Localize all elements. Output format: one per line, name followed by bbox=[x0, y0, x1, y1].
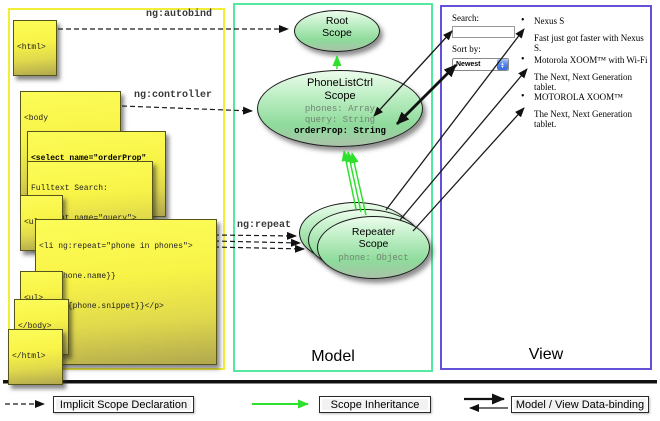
view-item-2: • Motorola XOOM™ with Wi-Fi The Next, Ne… bbox=[521, 54, 651, 92]
legend-separator-line bbox=[3, 380, 657, 384]
root-scope-ellipse: Root Scope bbox=[294, 10, 380, 52]
repeater-scope-ellipse: Repeater Scope phone: Object bbox=[317, 216, 430, 279]
view-item-desc: The Next, Next Generation tablet. bbox=[534, 72, 632, 92]
sort-dropdown-value: Newest bbox=[456, 61, 481, 68]
legend-binding-label: Model / View Data-binding bbox=[511, 396, 649, 413]
search-label: Search: bbox=[452, 13, 479, 23]
view-item-3: • MOTOROLA XOOM™ The Next, Next Generati… bbox=[521, 91, 651, 129]
view-item-1: • Nexus S Fast just got faster with Nexu… bbox=[521, 15, 651, 53]
dropdown-arrows-icon: ▲▼ bbox=[497, 59, 508, 70]
bullet-icon: • bbox=[521, 91, 525, 102]
scope-prop-query: query: String bbox=[304, 115, 376, 126]
search-input[interactable] bbox=[452, 26, 515, 38]
scope-prop-orderprop: orderProp: String bbox=[294, 125, 386, 136]
sort-dropdown[interactable]: Newest ▲▼ bbox=[452, 58, 509, 71]
bullet-icon: • bbox=[521, 54, 525, 65]
view-item-title: Motorola XOOM™ with Wi-Fi bbox=[534, 55, 648, 65]
model-panel-label: Model bbox=[311, 348, 355, 365]
code-box-html-close: </html> bbox=[8, 329, 63, 385]
view-item-desc: The Next, Next Generation tablet. bbox=[534, 109, 632, 129]
view-panel-label: View bbox=[528, 346, 564, 363]
ng-controller-label: ng:controller bbox=[134, 90, 213, 101]
view-item-title: Nexus S bbox=[534, 16, 565, 26]
scope-prop-phones: phones: Array bbox=[304, 104, 376, 115]
legend-binding-arrows-icon bbox=[464, 393, 508, 412]
legend-implicit-label: Implicit Scope Declaration bbox=[53, 396, 194, 413]
bullet-icon: • bbox=[521, 15, 525, 26]
ng-autobind-label: ng:autobind bbox=[146, 9, 213, 20]
code-box-html-open: <html> bbox=[13, 20, 57, 76]
scope-prop-phone: phone: Object bbox=[338, 253, 409, 264]
ng-repeat-label: ng:repeat bbox=[237, 220, 292, 231]
legend-inheritance-label: Scope Inheritance bbox=[319, 396, 431, 413]
model-panel: Model bbox=[233, 3, 433, 372]
view-item-title: MOTOROLA XOOM™ bbox=[534, 92, 623, 102]
phonelistctrl-scope-ellipse: PhoneListCtrl Scope phones: Array query:… bbox=[257, 70, 423, 147]
view-item-desc: Fast just got faster with Nexus S. bbox=[534, 33, 644, 53]
sort-label: Sort by: bbox=[452, 44, 481, 54]
